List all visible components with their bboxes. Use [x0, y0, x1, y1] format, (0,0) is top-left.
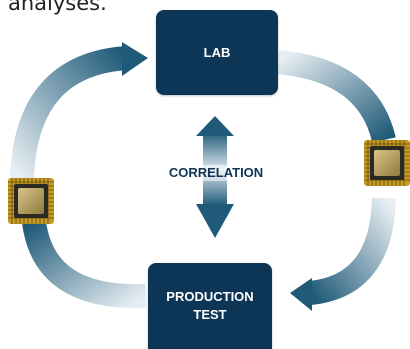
production-test-label-line2: TEST	[193, 307, 227, 322]
chip-icon	[364, 140, 410, 186]
cycle-arrow-icon	[290, 197, 396, 311]
header-text-fragment: analyses.	[8, 0, 107, 15]
cycle-arrow-icon	[22, 220, 147, 309]
lab-box: LAB	[156, 10, 278, 95]
correlation-label: CORRELATION	[150, 165, 282, 181]
cycle-arrow-icon	[10, 42, 148, 179]
cycle-arrow-icon	[276, 50, 396, 144]
chip-icon	[8, 178, 54, 224]
production-test-box: PRODUCTION TEST	[148, 263, 272, 349]
production-test-label-line1: PRODUCTION	[166, 289, 254, 304]
lab-box-label: LAB	[203, 44, 231, 60]
